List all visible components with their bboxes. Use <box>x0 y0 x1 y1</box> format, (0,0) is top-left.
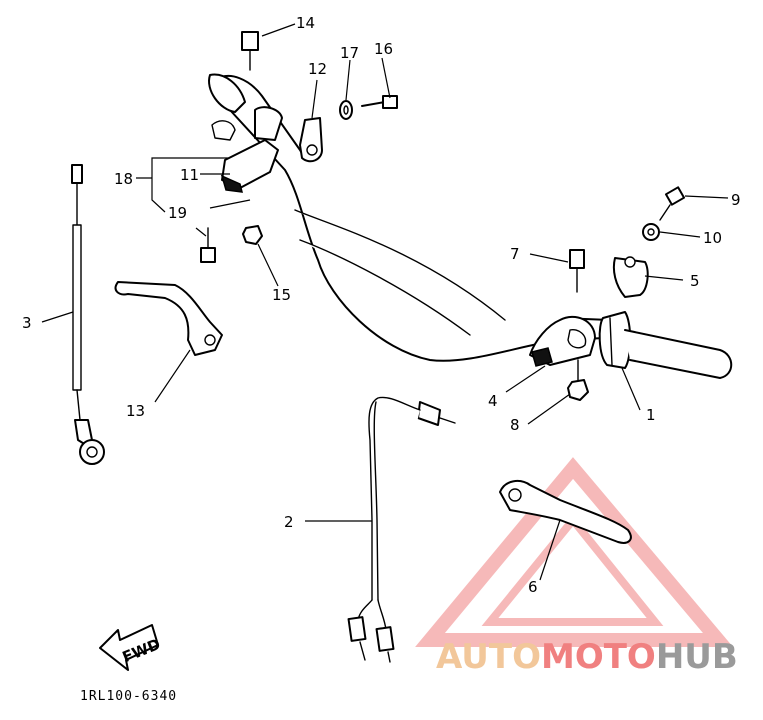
bolt-7 <box>569 249 585 293</box>
callout-5: 5 <box>690 272 700 290</box>
watermark-triangle <box>415 457 734 647</box>
left-lever-holder <box>211 106 283 193</box>
bolt-19 <box>200 227 216 263</box>
callout-10: 10 <box>703 229 722 247</box>
callout-13: 13 <box>126 402 145 420</box>
watermark-auto: AUTO <box>436 637 541 677</box>
callout-18: 18 <box>114 170 133 188</box>
callout-4: 4 <box>488 392 498 410</box>
callout-7: 7 <box>510 245 520 263</box>
watermark-text: AUTOMOTOHUB <box>436 637 738 677</box>
brake-master-clamp <box>529 315 596 367</box>
brake-switch-wiring <box>347 396 456 663</box>
callout-1: 1 <box>646 406 656 424</box>
callout-2: 2 <box>284 513 294 531</box>
watermark-hub: HUB <box>656 637 738 677</box>
clutch-lever <box>114 281 223 356</box>
callouts: 1 2 3 4 5 6 7 8 9 10 11 12 13 14 15 16 1… <box>22 14 741 596</box>
bolt-16 <box>361 95 398 109</box>
callout-12: 12 <box>308 60 327 78</box>
callout-16: 16 <box>374 40 393 58</box>
callout-6: 6 <box>528 578 538 596</box>
brake-lever <box>499 479 632 544</box>
fwd-arrow: FWD <box>99 624 163 671</box>
lever-bracket-12 <box>299 117 323 163</box>
callout-8: 8 <box>510 416 520 434</box>
callout-11: 11 <box>180 166 199 184</box>
leader-lines <box>41 23 729 581</box>
washer-10 <box>642 223 660 241</box>
right-clamp <box>612 256 649 298</box>
callout-17: 17 <box>340 44 359 62</box>
nut-8 <box>567 359 589 401</box>
bolt-14 <box>241 31 259 71</box>
callout-14: 14 <box>296 14 315 32</box>
collar-17 <box>339 100 353 120</box>
nut-15 <box>242 225 263 245</box>
callout-19: 19 <box>168 204 187 222</box>
right-grip-throttle <box>598 311 733 379</box>
handlebar <box>208 73 611 362</box>
clutch-cable <box>71 164 105 465</box>
callout-15: 15 <box>272 286 291 304</box>
bolt-9 <box>659 186 686 221</box>
callout-3: 3 <box>22 314 32 332</box>
drawing-code: 1RL100-6340 <box>80 689 177 704</box>
callout-9: 9 <box>731 191 741 209</box>
watermark-moto: MOTO <box>541 637 656 677</box>
